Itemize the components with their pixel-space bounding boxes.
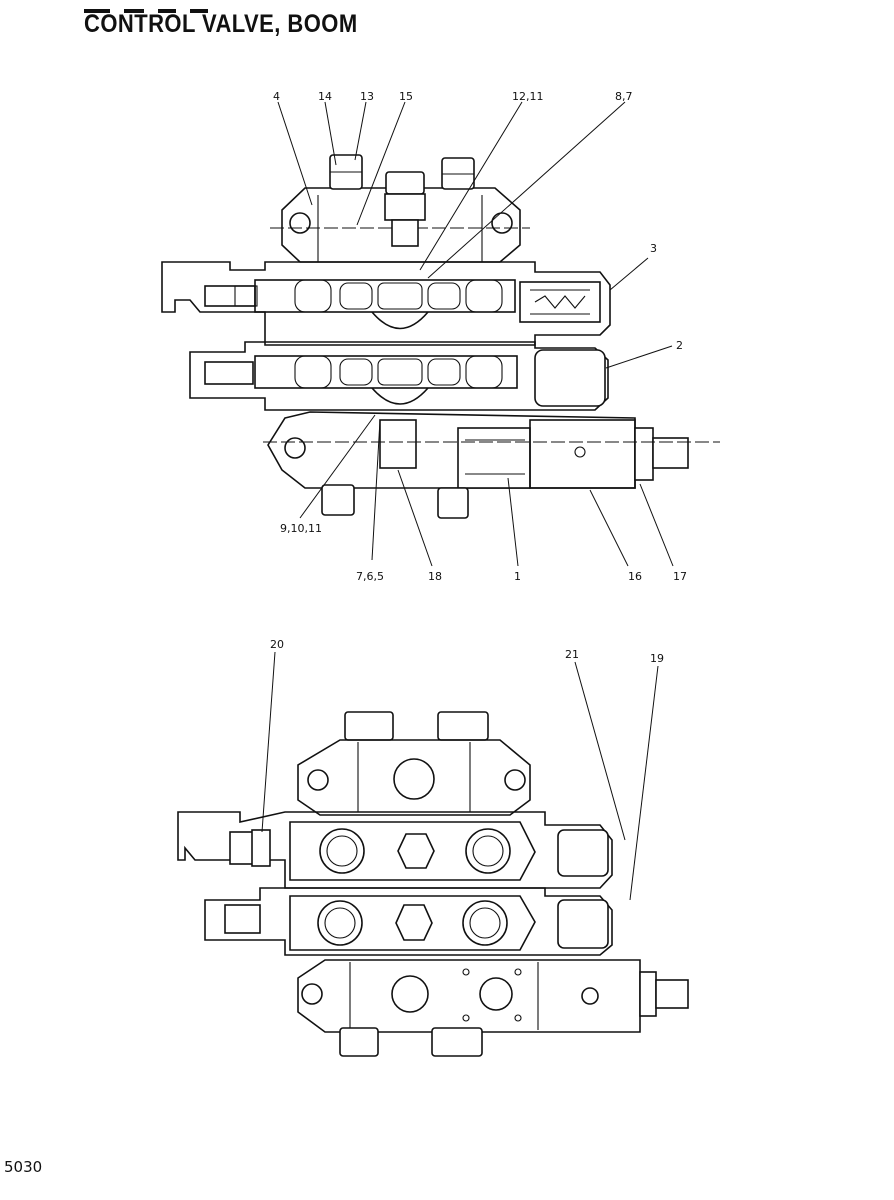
callout-19: 19 [650,652,664,665]
callout-16: 16 [628,570,642,583]
callout-2: 2 [676,339,683,352]
callout-12-11: 12,11 [512,90,544,103]
lower-valve-view: 20 21 19 [177,638,689,1057]
callout-7-6-5: 7,6,5 [356,570,384,583]
callout-20: 20 [270,638,284,651]
callout-1: 1 [514,570,521,583]
upper-valve-view: 4 14 13 15 12,11 8,7 3 2 9,10,11 7,6,5 1… [161,90,720,583]
callout-4: 4 [273,90,280,103]
page-number: 5030 [4,1158,43,1176]
callout-17: 17 [673,570,687,583]
callout-3: 3 [650,242,657,255]
title-decoration [84,0,264,13]
callout-14: 14 [318,90,332,103]
callout-21: 21 [565,648,579,661]
callout-13: 13 [360,90,374,103]
callout-9-10-11: 9,10,11 [280,522,322,535]
callout-8-7: 8,7 [615,90,633,103]
callout-18: 18 [428,570,442,583]
page-title: CONTROL VALVE, BOOM [84,10,358,38]
callout-15: 15 [399,90,413,103]
